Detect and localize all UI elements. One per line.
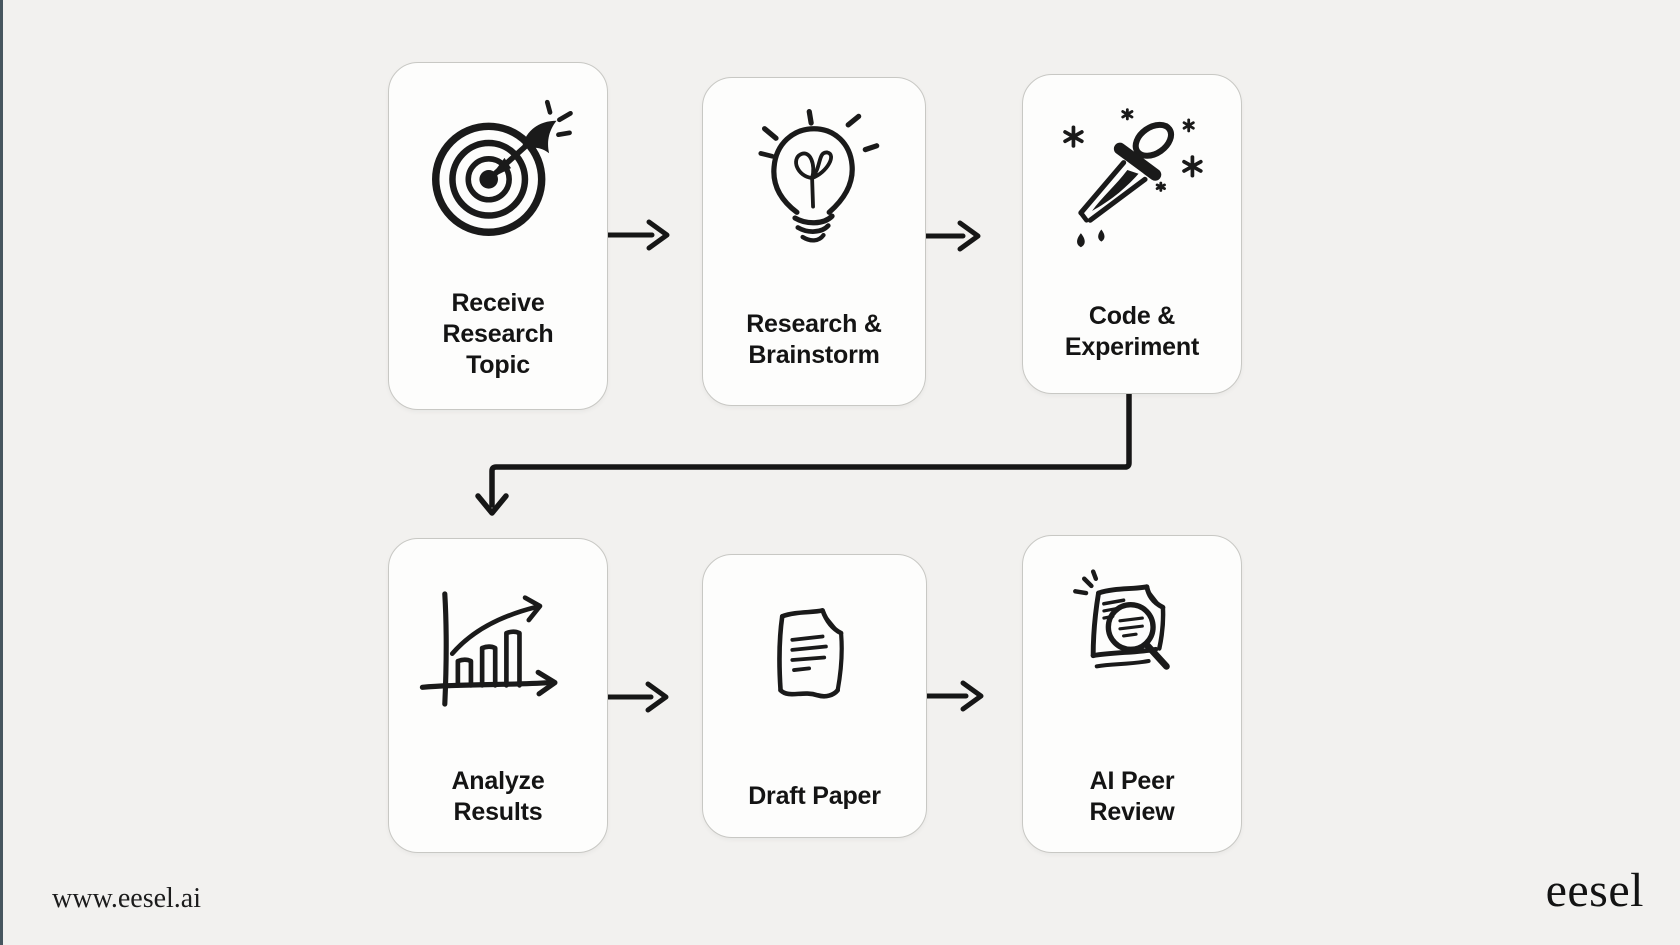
step-label: Draft Paper — [703, 781, 926, 837]
step-card-research-brainstorm: Research & Brainstorm — [702, 77, 926, 406]
arrow-step1-step2 — [603, 219, 670, 251]
target-dart-icon — [419, 91, 577, 249]
step-label-line: Analyze — [451, 767, 545, 795]
step-card-ai-peer-review: AI Peer Review — [1022, 535, 1242, 853]
step-label: Analyze Results — [389, 766, 607, 852]
step-card-receive-research-topic: Receive Research Topic — [388, 62, 608, 410]
bar-chart-icon — [408, 579, 588, 719]
document-magnifier-icon — [1061, 568, 1204, 720]
step-label-line: Review — [1089, 798, 1175, 826]
step-label-line: Topic — [466, 351, 530, 379]
step-label-line: Research & — [746, 310, 882, 338]
arrow-step5-step6 — [923, 680, 984, 712]
step-card-draft-paper: Draft Paper — [702, 554, 927, 838]
step-card-code-experiment: Code & Experiment — [1022, 74, 1242, 394]
step-label: AI Peer Review — [1023, 766, 1241, 852]
brand-logo-text: eesel — [1545, 864, 1644, 917]
step-label-line: AI Peer — [1089, 767, 1175, 795]
step-label-line: Draft Paper — [748, 782, 881, 810]
arrow-step4-step5 — [603, 681, 669, 713]
step-label-line: Code & — [1088, 302, 1176, 330]
document-icon — [752, 591, 878, 734]
website-url-text: www.eesel.ai — [52, 883, 202, 914]
arrow-step2-step3 — [920, 220, 981, 252]
step-label: Receive Research Topic — [389, 288, 607, 409]
step-label: Code & Experiment — [1023, 301, 1241, 393]
elbow-arrow-step3-step4 — [475, 389, 1132, 516]
step-label: Research & Brainstorm — [703, 309, 925, 405]
step-label-line: Results — [453, 798, 543, 826]
lightbulb-icon — [738, 104, 890, 256]
step-label-line: Receive — [451, 289, 545, 317]
step-label-line: Research — [442, 320, 554, 348]
step-card-analyze-results: Analyze Results — [388, 538, 608, 853]
step-label-line: Brainstorm — [748, 341, 880, 369]
step-label-line: Experiment — [1064, 333, 1200, 361]
left-edge-accent — [0, 0, 3, 945]
dropper-icon — [1053, 105, 1211, 263]
